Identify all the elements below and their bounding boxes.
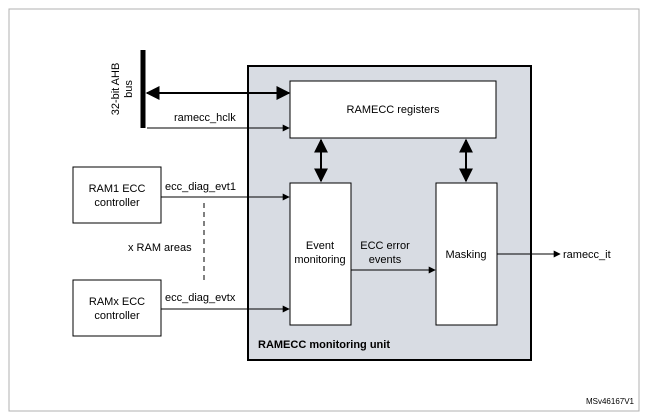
evt1-signal-label: ecc_diag_evt1 — [165, 181, 236, 193]
registers-block — [289, 80, 497, 139]
figure-id: MSv46167V1 — [586, 397, 635, 406]
ram1-label-line1: RAM1 ECC — [89, 183, 146, 195]
ecc-error-line2: events — [369, 254, 402, 266]
evtx-signal-label: ecc_diag_evtx — [165, 292, 236, 304]
event-monitoring-line2: monitoring — [294, 254, 345, 266]
masking-block — [435, 182, 498, 326]
masking-label: Masking — [446, 249, 487, 261]
clock-signal-label: ramecc_hclk — [174, 112, 236, 124]
registers-label: RAMECC registers — [347, 104, 440, 116]
bus-label-line2: bus — [123, 80, 135, 98]
monitoring-unit-title: RAMECC monitoring unit — [258, 339, 390, 351]
ramx-controller-block — [72, 279, 162, 337]
ramx-label-line2: controller — [94, 310, 140, 322]
event-monitoring-block — [289, 182, 352, 326]
ram1-controller-block — [72, 166, 162, 224]
ram-areas-label: x RAM areas — [128, 242, 192, 254]
ram1-label-line2: controller — [94, 197, 140, 209]
ramx-label-line1: RAMx ECC — [89, 296, 145, 308]
ecc-error-line1: ECC error — [360, 240, 410, 252]
event-monitoring-line1: Event — [306, 240, 334, 252]
bus-label-line1: 32-bit AHB — [110, 63, 122, 116]
output-signal-label: ramecc_it — [563, 249, 611, 261]
